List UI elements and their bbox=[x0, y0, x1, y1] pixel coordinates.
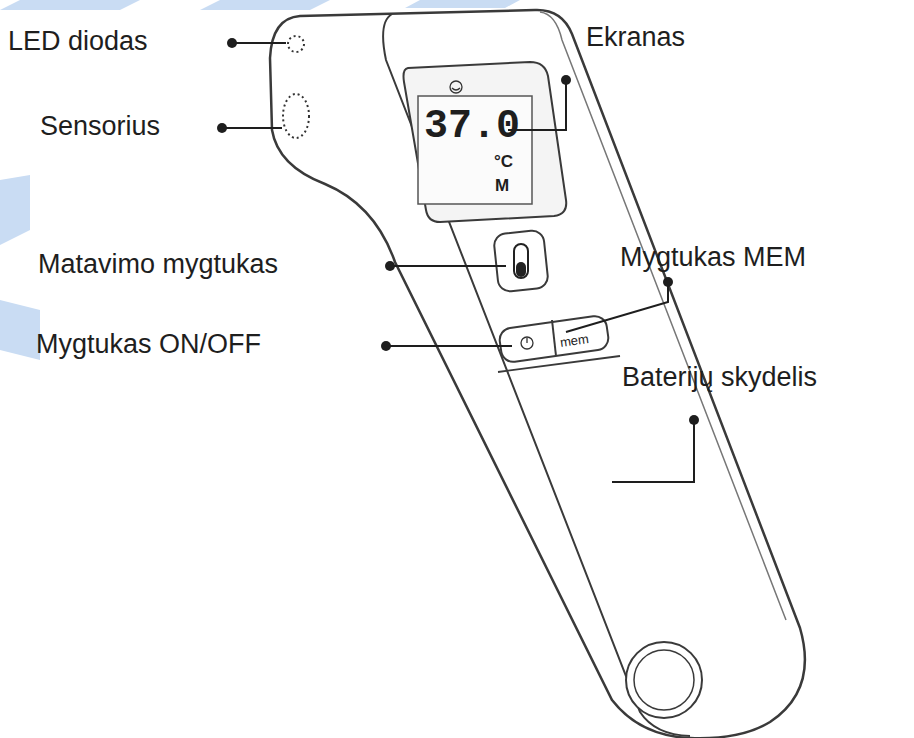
battery-seam bbox=[498, 356, 620, 372]
hang-ring-inner bbox=[634, 650, 694, 710]
button-pair bbox=[498, 315, 610, 364]
hang-ring-outer bbox=[626, 642, 702, 718]
sensor bbox=[283, 94, 309, 138]
led-diode bbox=[288, 36, 304, 52]
display-unit: °C bbox=[494, 152, 513, 172]
button-divider bbox=[552, 320, 556, 356]
part-label: LED diodas bbox=[8, 26, 148, 57]
smiley-icon bbox=[450, 81, 462, 93]
part-label: Sensorius bbox=[40, 111, 160, 142]
part-label: Mygtukas MEM bbox=[620, 242, 806, 273]
screen-frame bbox=[404, 62, 567, 222]
part-label: Matavimo mygtukas bbox=[38, 249, 278, 280]
part-label: Baterijų skydelis bbox=[622, 362, 817, 393]
display-reading: 37.0 bbox=[424, 104, 520, 150]
thermo-icon bbox=[514, 244, 528, 278]
measure-button bbox=[493, 230, 549, 293]
part-label: Mygtukas ON/OFF bbox=[36, 329, 261, 360]
power-icon bbox=[521, 337, 533, 349]
part-label: Ekranas bbox=[586, 22, 685, 53]
screen-lcd bbox=[418, 96, 532, 204]
thermo-icon-fill bbox=[516, 262, 526, 277]
side-edge bbox=[540, 12, 786, 620]
display-memory: M bbox=[495, 176, 509, 196]
